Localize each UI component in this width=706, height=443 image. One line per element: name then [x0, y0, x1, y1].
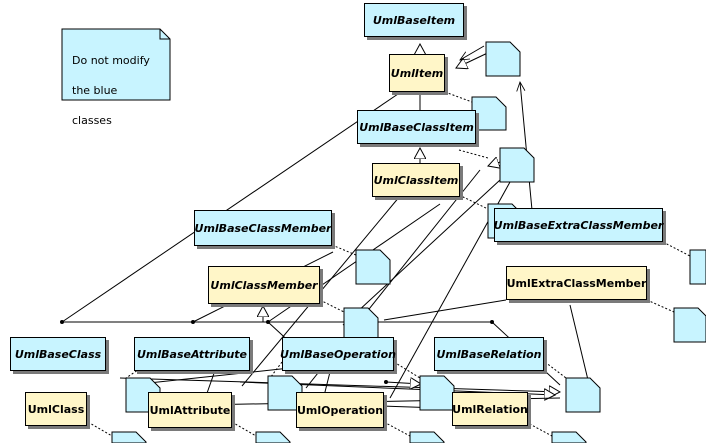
note-icon [565, 377, 601, 413]
comment-note [61, 28, 171, 101]
note-icon [343, 307, 379, 343]
class-name: UmlItem [390, 66, 444, 80]
class-name: UmlRelation [452, 402, 528, 416]
comment-note-text: Do not modify the blue classes [72, 38, 164, 128]
note-icon [689, 249, 706, 285]
class-name: UmlBaseRelation [436, 347, 542, 361]
class-uml-class[interactable]: UmlClass [25, 392, 87, 426]
note-icon [499, 147, 535, 183]
class-name: UmlClassItem [373, 173, 459, 187]
junction-dots [60, 320, 494, 384]
note-anchor-lines [87, 91, 691, 437]
class-name: UmlAttribute [149, 403, 231, 417]
class-uml-operation[interactable]: UmlOperation [296, 392, 384, 428]
class-uml-extra-class-member[interactable]: UmlExtraClassMember [506, 266, 647, 300]
class-uml-base-attribute[interactable]: UmlBaseAttribute [134, 337, 250, 371]
note-icon [485, 41, 521, 77]
class-name: UmlBaseOperation [280, 347, 396, 361]
class-name: UmlBaseItem [372, 13, 456, 27]
class-uml-base-item[interactable]: UmlBaseItem [364, 3, 464, 37]
class-uml-base-class-member[interactable]: UmlBaseClassMember [194, 210, 332, 246]
class-name: UmlClassMember [210, 278, 318, 292]
class-name: UmlBaseExtraClassMember [493, 218, 664, 232]
class-uml-base-operation[interactable]: UmlBaseOperation [280, 337, 396, 371]
note-icon [673, 307, 706, 343]
class-uml-base-class-item[interactable]: UmlBaseClassItem [357, 110, 476, 144]
class-uml-base-class[interactable]: UmlBaseClass [10, 337, 106, 371]
class-uml-item[interactable]: UmlItem [389, 54, 445, 92]
class-uml-base-relation[interactable]: UmlBaseRelation [434, 337, 544, 371]
class-uml-attribute[interactable]: UmlAttribute [148, 392, 232, 428]
note-icon [409, 431, 445, 443]
note-line: the blue [72, 84, 118, 97]
class-name: UmlBaseClassMember [194, 221, 332, 235]
class-name: UmlClass [27, 402, 85, 416]
class-name: UmlBaseClass [14, 347, 102, 361]
note-icon [355, 249, 391, 285]
class-name: UmlBaseClassItem [359, 120, 474, 134]
class-uml-base-extra-class-member[interactable]: UmlBaseExtraClassMember [494, 208, 663, 242]
class-uml-class-member[interactable]: UmlClassMember [208, 266, 320, 304]
note-icon [551, 431, 587, 443]
class-name: UmlBaseAttribute [136, 347, 248, 361]
note-line: classes [72, 114, 112, 127]
class-uml-class-item[interactable]: UmlClassItem [372, 163, 460, 197]
note-icon [255, 431, 291, 443]
class-name: UmlExtraClassMember [506, 276, 647, 290]
note-line: Do not modify [72, 54, 150, 67]
class-uml-relation[interactable]: UmlRelation [452, 392, 528, 426]
class-name: UmlOperation [296, 403, 384, 417]
note-icon [111, 431, 147, 443]
note-icon [471, 96, 507, 131]
note-icon [419, 375, 455, 411]
comment-note-fold [159, 29, 170, 40]
